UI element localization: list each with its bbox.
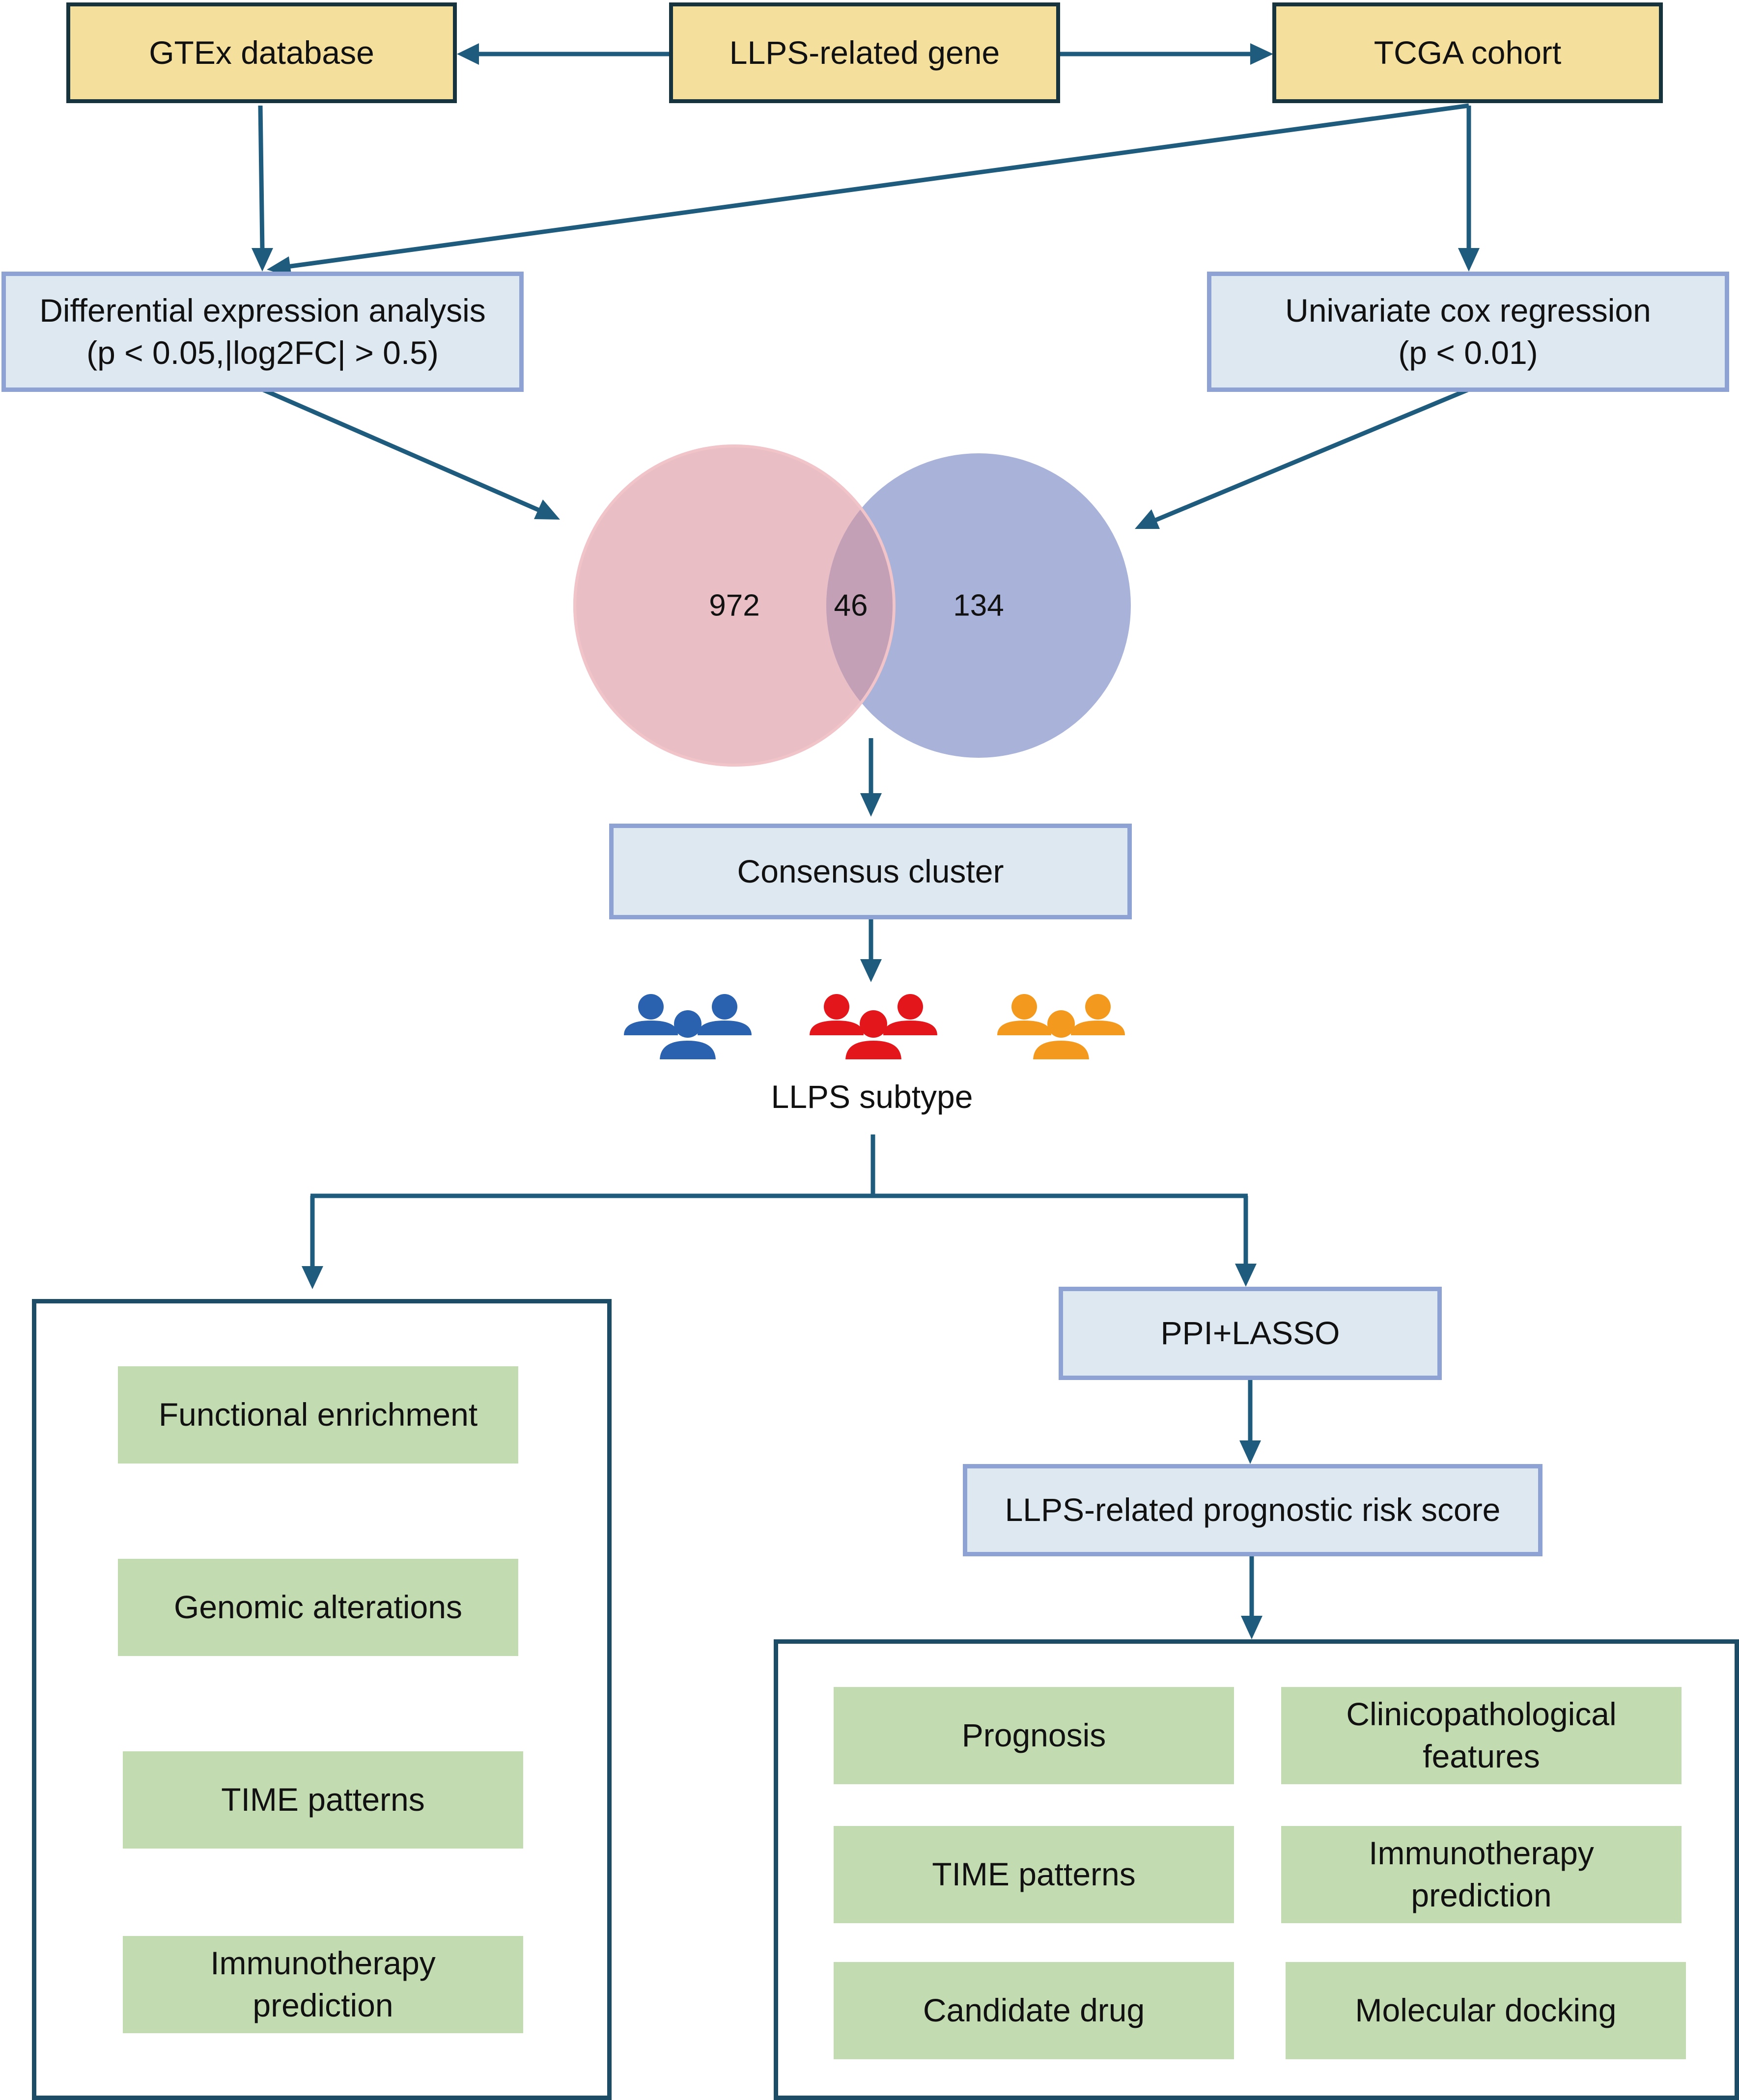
arrow-cox-to-venn [1153, 387, 1470, 523]
consensus-cluster-box: Consensus cluster [609, 824, 1132, 919]
arrowhead-tcga [1250, 43, 1273, 65]
right-panel-item-label: Immunotherapy [1369, 1835, 1594, 1872]
right-panel-item-candidate-drug: Candidate drug [834, 1962, 1234, 2059]
cox-threshold: (p < 0.01) [1398, 334, 1538, 371]
risk-score-box: LLPS-related prognostic risk score [963, 1464, 1543, 1556]
arrow-gtex-to-diffexpr [258, 105, 265, 250]
left-panel-item-immunotherapy-prediction: Immunotherapy prediction [123, 1936, 523, 2033]
right-panel-item-label: Candidate drug [923, 1992, 1145, 2029]
right-panel-item-label: Prognosis [961, 1717, 1106, 1754]
venn-left-count: 972 [709, 588, 760, 623]
left-panel-item-functional-enrichment: Functional enrichment [118, 1366, 518, 1464]
right-panel-item-clinicopathological-features: Clinicopathological features [1281, 1687, 1682, 1784]
ppi-lasso-box: PPI+LASSO [1059, 1287, 1442, 1380]
right-panel-item-time-patterns: TIME patterns [834, 1826, 1234, 1923]
left-panel-item-label: prediction [252, 1987, 393, 2023]
venn-right-count: 134 [953, 588, 1004, 623]
risk-score-label: LLPS-related prognostic risk score [1005, 1492, 1501, 1528]
right-panel-item-label: Molecular docking [1355, 1992, 1617, 2029]
right-panel-item-molecular-docking: Molecular docking [1286, 1962, 1686, 2059]
people-group-icon-orange [997, 994, 1125, 1062]
arrow-tcga-to-diffexpr [287, 103, 1469, 269]
tcga-cohort-label: TCGA cohort [1374, 34, 1562, 71]
right-panel-item-label: prediction [1411, 1877, 1552, 1913]
right-panel-item-label: Clinicopathological [1346, 1696, 1617, 1733]
right-panel-item-immunotherapy-prediction: Immunotherapy prediction [1281, 1826, 1682, 1923]
arrowhead-gtex [457, 43, 479, 65]
left-panel-item-genomic-alterations: Genomic alterations [118, 1559, 518, 1656]
cox-title: Univariate cox regression [1285, 292, 1651, 329]
people-group-icon-red [810, 994, 937, 1062]
left-panel-item-label: Genomic alterations [174, 1589, 462, 1626]
diff-expr-threshold: (p < 0.05,|log2FC| > 0.5) [86, 334, 439, 371]
llps-subtype-label: LLPS subtype [771, 1078, 973, 1115]
left-panel-item-label: Immunotherapy [210, 1945, 436, 1982]
consensus-cluster-label: Consensus cluster [737, 853, 1004, 889]
venn-overlap-count: 46 [834, 588, 868, 623]
gtex-database-box: GTEx database [66, 2, 457, 103]
llps-gene-label: LLPS-related gene [729, 34, 1000, 71]
diff-expr-title: Differential expression analysis [39, 292, 486, 329]
people-group-icon-blue [624, 994, 752, 1062]
left-panel-item-label: Functional enrichment [158, 1396, 478, 1433]
ppi-lasso-label: PPI+LASSO [1160, 1315, 1340, 1352]
gtex-database-label: GTEx database [149, 34, 374, 71]
llps-gene-box: LLPS-related gene [669, 2, 1060, 103]
tcga-cohort-box: TCGA cohort [1272, 2, 1663, 103]
right-panel-item-label: TIME patterns [932, 1856, 1136, 1893]
univariate-cox-box: Univariate cox regression (p < 0.01) [1207, 272, 1729, 392]
right-panel-item-prognosis: Prognosis [834, 1687, 1234, 1784]
arrow-diffexpr-to-venn [261, 387, 541, 513]
right-panel-item-label: features [1423, 1738, 1540, 1774]
left-panel-item-label: TIME patterns [221, 1781, 425, 1818]
differential-expression-box: Differential expression analysis (p < 0.… [1, 272, 524, 392]
left-panel-item-time-patterns: TIME patterns [123, 1751, 523, 1849]
